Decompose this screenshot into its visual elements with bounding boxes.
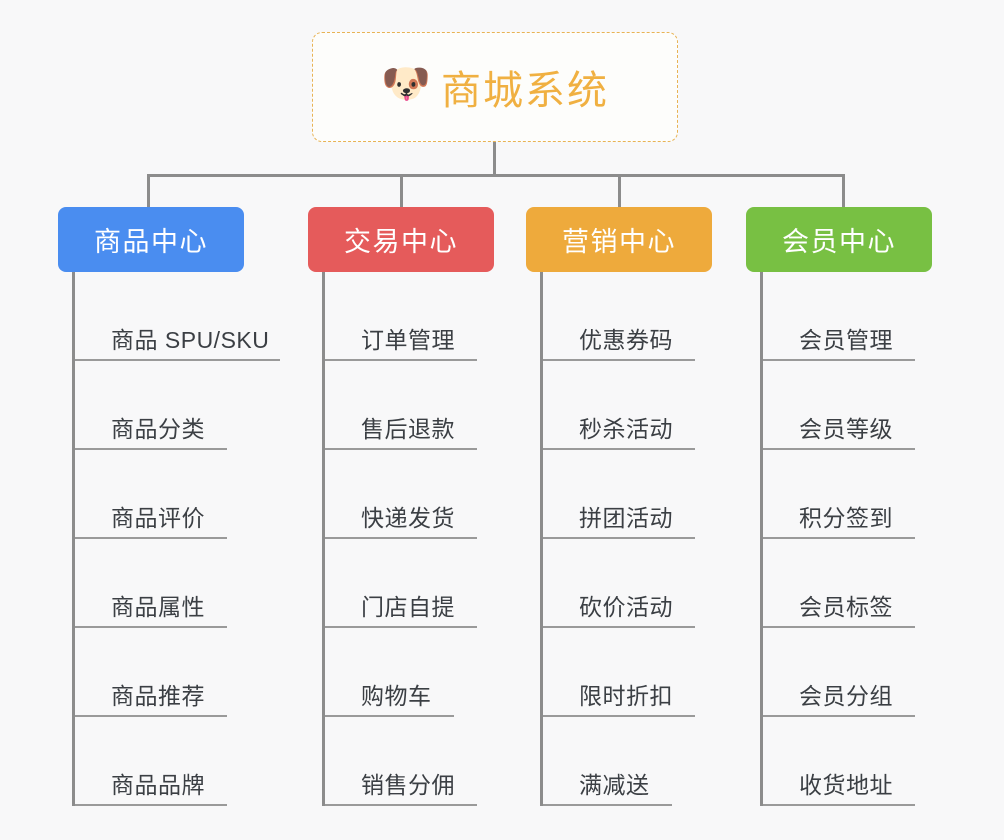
connector-drop-2: [400, 174, 403, 208]
connector-drop-4: [842, 174, 845, 208]
list-item[interactable]: 商品 SPU/SKU: [75, 272, 288, 361]
list-item[interactable]: 优惠券码: [543, 272, 748, 361]
branch-column-2: 交易中心 订单管理 售后退款 快递发货 门店自提 购物车: [308, 207, 530, 806]
list-item[interactable]: 门店自提: [325, 539, 530, 628]
branch-column-4: 会员中心 会员管理 会员等级 积分签到 会员标签 会员分组: [746, 207, 976, 806]
leaf-underline: [543, 715, 695, 717]
leaf-label: 秒杀活动: [579, 416, 673, 442]
leaf-label: 会员标签: [799, 594, 893, 620]
root-title: 商城系统: [441, 69, 609, 113]
list-item[interactable]: 商品品牌: [75, 717, 288, 806]
leaf-label: 商品评价: [111, 505, 205, 531]
leaf-underline: [543, 804, 672, 806]
list-item[interactable]: 商品评价: [75, 450, 288, 539]
leaf-label: 满减送: [579, 772, 650, 798]
leaf-underline: [75, 715, 227, 717]
leaf-label: 商品推荐: [111, 683, 205, 709]
leaf-underline: [763, 537, 915, 539]
category-header-1[interactable]: 商品中心: [58, 207, 244, 272]
leaf-underline: [763, 448, 915, 450]
list-item[interactable]: 秒杀活动: [543, 361, 748, 450]
leaf-underline: [325, 715, 454, 717]
connector-horizontal-bus: [147, 174, 845, 177]
leaf-label: 限时折扣: [579, 683, 673, 709]
leaf-underline: [325, 359, 477, 361]
leaf-list-1: 商品 SPU/SKU 商品分类 商品评价 商品属性 商品推荐 商品品牌: [72, 272, 288, 806]
leaf-label: 砍价活动: [579, 594, 673, 620]
leaf-underline: [763, 626, 915, 628]
leaf-underline: [75, 359, 280, 361]
leaf-underline: [75, 626, 227, 628]
leaf-label: 会员分组: [799, 683, 893, 709]
list-item[interactable]: 订单管理: [325, 272, 530, 361]
leaf-label: 收货地址: [799, 772, 893, 798]
leaf-label: 门店自提: [361, 594, 455, 620]
list-item[interactable]: 商品属性: [75, 539, 288, 628]
list-item[interactable]: 收货地址: [763, 717, 976, 806]
leaf-label: 订单管理: [361, 327, 455, 353]
leaf-label: 购物车: [361, 683, 432, 709]
leaf-underline: [763, 359, 915, 361]
root-node[interactable]: 🐶 商城系统: [312, 32, 678, 142]
list-item[interactable]: 会员等级: [763, 361, 976, 450]
list-item[interactable]: 满减送: [543, 717, 748, 806]
leaf-label: 商品属性: [111, 594, 205, 620]
branch-column-3: 营销中心 优惠券码 秒杀活动 拼团活动 砍价活动 限时折扣: [526, 207, 748, 806]
leaf-label: 快递发货: [361, 505, 455, 531]
list-item[interactable]: 会员分组: [763, 628, 976, 717]
leaf-label: 商品品牌: [111, 772, 205, 798]
list-item[interactable]: 销售分佣: [325, 717, 530, 806]
leaf-underline: [325, 537, 477, 539]
leaf-underline: [543, 626, 695, 628]
list-item[interactable]: 商品推荐: [75, 628, 288, 717]
list-item[interactable]: 快递发货: [325, 450, 530, 539]
list-item[interactable]: 限时折扣: [543, 628, 748, 717]
leaf-label: 积分签到: [799, 505, 893, 531]
leaf-label: 会员等级: [799, 416, 893, 442]
leaf-underline: [75, 448, 227, 450]
leaf-underline: [325, 804, 477, 806]
leaf-label: 优惠券码: [579, 327, 673, 353]
leaf-label: 会员管理: [799, 327, 893, 353]
connector-root-stem: [493, 142, 496, 176]
category-header-4[interactable]: 会员中心: [746, 207, 932, 272]
category-header-3[interactable]: 营销中心: [526, 207, 712, 272]
leaf-label: 商品 SPU/SKU: [111, 327, 270, 353]
leaf-list-2: 订单管理 售后退款 快递发货 门店自提 购物车 销售分佣: [322, 272, 530, 806]
list-item[interactable]: 购物车: [325, 628, 530, 717]
leaf-underline: [543, 537, 695, 539]
list-item[interactable]: 会员标签: [763, 539, 976, 628]
list-item[interactable]: 售后退款: [325, 361, 530, 450]
list-item[interactable]: 积分签到: [763, 450, 976, 539]
list-item[interactable]: 砍价活动: [543, 539, 748, 628]
category-header-2[interactable]: 交易中心: [308, 207, 494, 272]
leaf-underline: [75, 537, 227, 539]
leaf-underline: [763, 804, 915, 806]
leaf-label: 拼团活动: [579, 505, 673, 531]
leaf-underline: [325, 626, 477, 628]
connector-drop-1: [147, 174, 150, 208]
list-item[interactable]: 拼团活动: [543, 450, 748, 539]
leaf-list-4: 会员管理 会员等级 积分签到 会员标签 会员分组 收货地址: [760, 272, 976, 806]
leaf-underline: [325, 448, 477, 450]
leaf-underline: [75, 804, 227, 806]
leaf-list-3: 优惠券码 秒杀活动 拼团活动 砍价活动 限时折扣 满减送: [540, 272, 748, 806]
list-item[interactable]: 会员管理: [763, 272, 976, 361]
connector-drop-3: [618, 174, 621, 208]
leaf-underline: [543, 448, 695, 450]
leaf-label: 商品分类: [111, 416, 205, 442]
leaf-label: 售后退款: [361, 416, 455, 442]
leaf-underline: [763, 715, 915, 717]
list-item[interactable]: 商品分类: [75, 361, 288, 450]
leaf-label: 销售分佣: [361, 772, 455, 798]
branch-column-1: 商品中心 商品 SPU/SKU 商品分类 商品评价 商品属性 商品推荐: [58, 207, 288, 806]
leaf-underline: [543, 359, 695, 361]
dog-face-icon: 🐶: [381, 62, 431, 106]
